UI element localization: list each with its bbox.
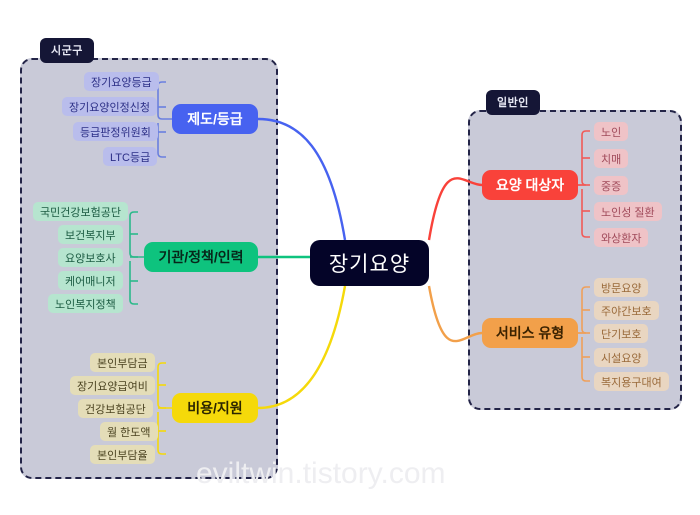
group-badge-ilbanin: 일반인 <box>486 90 540 115</box>
leaf-node[interactable]: 중증 <box>594 176 629 195</box>
center-node[interactable]: 장기요양 <box>310 240 429 286</box>
leaf-node[interactable]: 노인 <box>594 122 629 141</box>
watermark: eviltwin.tistory.com <box>196 457 446 490</box>
branch-node-system-grade[interactable]: 제도/등급 <box>172 104 258 134</box>
leaf-node[interactable]: 노인복지정책 <box>48 294 123 313</box>
leaf-node[interactable]: 본인부담금 <box>90 353 155 372</box>
branch-node-service-type[interactable]: 서비스 유형 <box>482 318 578 348</box>
leaf-node[interactable]: 국민건강보험공단 <box>33 202 128 221</box>
leaf-node[interactable]: 보건복지부 <box>58 225 123 244</box>
leaf-node[interactable]: 시설요양 <box>594 348 649 367</box>
leaf-node[interactable]: 본인부담율 <box>90 445 155 464</box>
leaf-node[interactable]: 케어매니저 <box>58 271 123 290</box>
leaf-node[interactable]: 주야간보호 <box>594 301 659 320</box>
branch-node-cost-support[interactable]: 비용/지원 <box>172 393 258 423</box>
leaf-node[interactable]: 와상환자 <box>594 228 649 247</box>
leaf-node[interactable]: 등급판정위원회 <box>73 122 158 141</box>
leaf-node[interactable]: 치매 <box>594 149 629 168</box>
leaf-node[interactable]: 장기요양급여비 <box>70 376 155 395</box>
leaf-node[interactable]: 단기보호 <box>594 324 649 343</box>
branch-node-agency-policy-staff[interactable]: 기관/정책/인력 <box>144 242 258 272</box>
group-badge-sigungu: 시군구 <box>40 38 94 63</box>
leaf-node[interactable]: 장기요양등급 <box>84 72 159 91</box>
leaf-node[interactable]: 건강보험공단 <box>78 399 153 418</box>
group-box-ilbanin <box>468 110 682 410</box>
leaf-node[interactable]: 방문요양 <box>594 278 649 297</box>
leaf-node[interactable]: 요양보호사 <box>58 248 123 267</box>
branch-node-care-target[interactable]: 요양 대상자 <box>482 170 578 200</box>
leaf-node[interactable]: 노인성 질환 <box>594 202 662 221</box>
leaf-node[interactable]: 장기요양인정신청 <box>62 97 157 116</box>
leaf-node[interactable]: LTC등급 <box>103 147 158 166</box>
leaf-node[interactable]: 복지용구대여 <box>594 372 669 391</box>
leaf-node[interactable]: 월 한도액 <box>100 422 158 441</box>
